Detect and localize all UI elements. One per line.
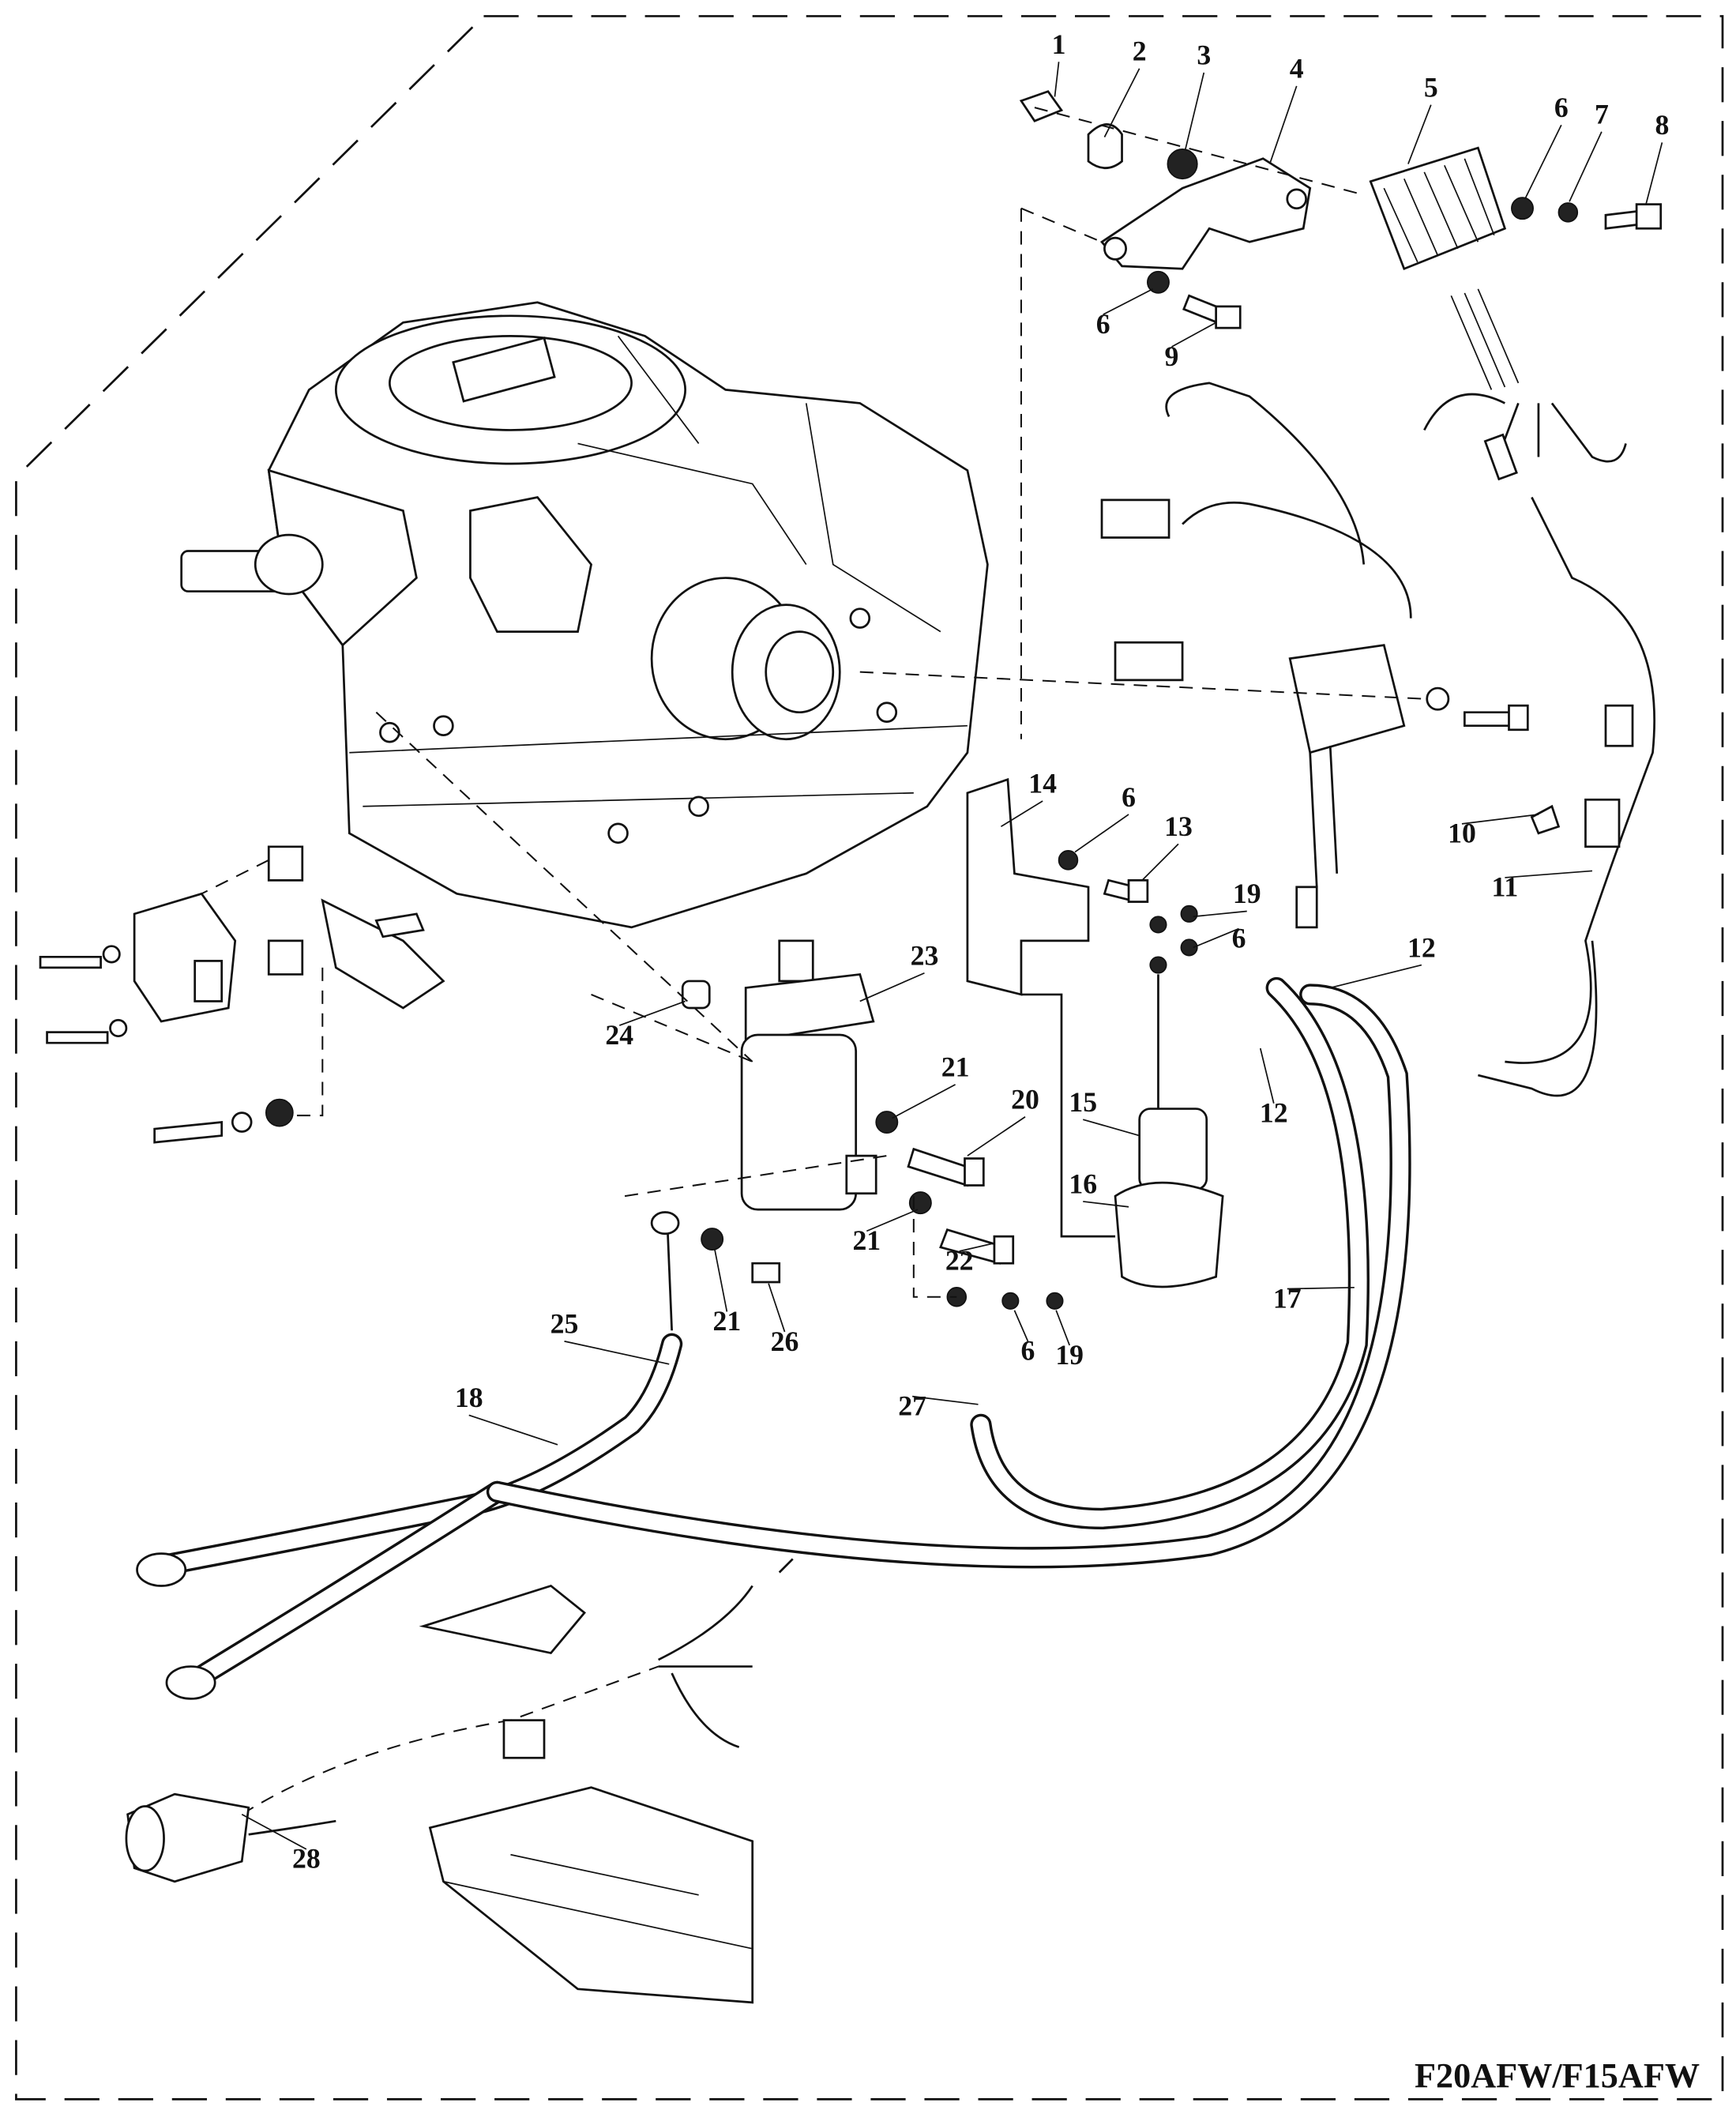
- callout-6: 6: [1021, 1335, 1035, 1367]
- callout-24: 24: [605, 1019, 633, 1051]
- left-sensor-assembly: [39, 845, 445, 1144]
- diagram-border: [15, 15, 1724, 2101]
- rectifier-regulator: [1369, 146, 1663, 1064]
- callout-25: 25: [550, 1308, 579, 1340]
- callout-13: 13: [1164, 811, 1193, 842]
- callout-19: 19: [1233, 878, 1261, 909]
- callout-17: 17: [1273, 1282, 1302, 1314]
- callout-9: 9: [1165, 340, 1179, 372]
- callout-18: 18: [455, 1382, 483, 1413]
- bracket-assembly: [1019, 90, 1365, 739]
- callout-22: 22: [945, 1245, 974, 1277]
- callout-21: 21: [852, 1224, 881, 1256]
- callout-12: 12: [1260, 1097, 1288, 1129]
- callout-leader-line: [618, 1000, 686, 1026]
- callout-leader-line: [866, 1209, 919, 1232]
- callout-leader-line: [1268, 85, 1298, 164]
- callout-leader-line: [1645, 142, 1663, 205]
- callout-4: 4: [1290, 53, 1304, 85]
- callout-leader-line: [714, 1250, 728, 1312]
- callout-leader-line: [1569, 131, 1603, 202]
- callout-leader-line: [1184, 72, 1205, 151]
- callout-leader-line: [1013, 1310, 1029, 1342]
- callout-11: 11: [1492, 871, 1519, 903]
- starter-motor: [375, 711, 1015, 1265]
- callout-leader-line: [1461, 814, 1539, 825]
- relay-assembly: [966, 777, 1224, 1288]
- callout-16: 16: [1069, 1168, 1097, 1200]
- callout-leader-line: [912, 1395, 979, 1405]
- callout-26: 26: [771, 1326, 799, 1357]
- callout-leader-line: [1054, 62, 1060, 97]
- callout-leader-line: [1000, 800, 1043, 828]
- callout-1: 1: [1052, 28, 1066, 60]
- callout-21: 21: [941, 1051, 970, 1083]
- callout-19: 19: [1055, 1339, 1084, 1371]
- callout-3: 3: [1197, 39, 1211, 71]
- callout-23: 23: [911, 940, 939, 972]
- callout-leader-line: [1141, 843, 1179, 881]
- callout-12: 12: [1407, 931, 1436, 963]
- callout-leader-line: [241, 1813, 307, 1850]
- callout-leader-line: [468, 1414, 558, 1446]
- lower-harness: [125, 1558, 794, 2004]
- callout-leader-line: [859, 972, 925, 1002]
- callout-leader-line: [768, 1283, 786, 1333]
- callout-leader-line: [1074, 814, 1129, 853]
- callout-leader-line: [1193, 910, 1247, 918]
- callout-leader-line: [1407, 104, 1432, 164]
- callout-leader-line: [564, 1341, 670, 1365]
- callout-6: 6: [1122, 781, 1136, 813]
- callout-10: 10: [1448, 818, 1476, 849]
- battery-cables: [136, 940, 1598, 1700]
- callout-leader-line: [1103, 68, 1140, 137]
- callout-leader-line: [1330, 964, 1422, 989]
- callout-leader-line: [1103, 288, 1154, 315]
- callout-14: 14: [1028, 768, 1057, 799]
- callout-leader-line: [1524, 124, 1562, 200]
- callout-15: 15: [1069, 1086, 1097, 1118]
- callout-6: 6: [1232, 922, 1246, 953]
- callout-leader-line: [959, 1242, 995, 1252]
- callout-leader-line: [1259, 1047, 1275, 1104]
- callout-leader-line: [967, 1116, 1026, 1157]
- callout-leader-line: [1055, 1310, 1070, 1346]
- model-label: F20AFW/F15AFW: [1415, 2056, 1700, 2095]
- callout-8: 8: [1655, 109, 1670, 141]
- callout-27: 27: [898, 1390, 926, 1421]
- callout-21: 21: [713, 1305, 742, 1337]
- callout-leader-line: [1193, 927, 1239, 949]
- callout-5: 5: [1424, 72, 1438, 103]
- ignition-coil: [859, 382, 1529, 929]
- callout-leader-line: [1287, 1286, 1355, 1290]
- callout-20: 20: [1011, 1084, 1039, 1115]
- engine-powerhead: [180, 301, 989, 929]
- callout-6: 6: [1554, 92, 1569, 123]
- callout-leader-line: [1083, 1201, 1129, 1208]
- callout-28: 28: [292, 1843, 321, 1875]
- callout-2: 2: [1133, 36, 1147, 67]
- callout-leader-line: [1082, 1119, 1140, 1137]
- callout-leader-line: [1505, 870, 1593, 878]
- callout-leader-line: [892, 1084, 956, 1119]
- callout-leader-line: [1171, 322, 1217, 348]
- callout-6: 6: [1096, 308, 1110, 340]
- callout-7: 7: [1595, 99, 1609, 130]
